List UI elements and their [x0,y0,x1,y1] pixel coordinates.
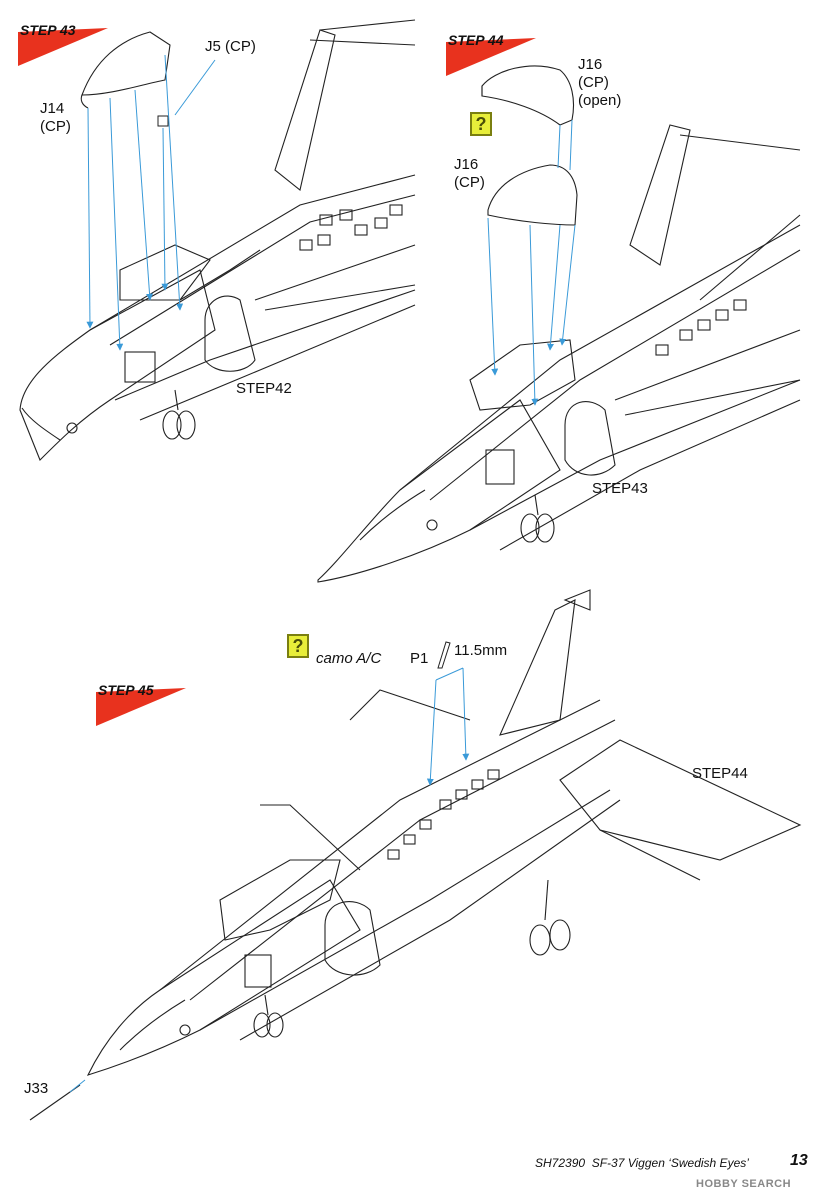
step44-callouts [487,119,576,406]
step44-aircraft [317,124,801,583]
j16-open-canopy-part [481,65,575,126]
part-label-j14: J14 (CP) [40,100,71,135]
step-45-label: STEP 45 [98,682,154,698]
step43-aircraft [19,19,416,461]
p1-part [437,641,451,669]
step-43-badge: STEP 43 [18,22,110,66]
step43-callouts [86,54,216,351]
j14-canopy-part [80,31,171,109]
option-camo-label: camo A/C [316,650,382,667]
dimension-label: 11.5mm [454,642,508,659]
part-label-j16-open: J16 (CP) (open) [578,56,622,109]
part-label-j16: J16 (CP) [454,156,485,191]
step-44-label: STEP 44 [448,32,504,48]
j5-part [157,115,169,127]
step-45-badge: STEP 45 [96,682,188,726]
watermark-logo: HOBBY SEARCH [696,1178,792,1190]
footer-title: SH72390 SF-37 Viggen ‘Swedish Eyes’ [535,1156,749,1170]
part-label-j5: J5 (CP) [205,38,256,55]
part-label-p1: P1 [410,650,429,667]
option-question-icon: ? [287,634,309,658]
page-number: 13 [790,1152,808,1169]
step45-aircraft [29,589,802,1121]
ref-step42: STEP42 [236,380,292,397]
j16-canopy-part [487,164,578,226]
ref-step43: STEP43 [592,480,648,497]
step45-callouts [69,667,470,1093]
option-question-icon: ? [470,112,492,136]
ref-step44: STEP44 [692,765,748,782]
step-43-label: STEP 43 [20,22,76,38]
step-44-badge: STEP 44 [446,32,538,76]
part-label-j33: J33 [24,1080,49,1097]
